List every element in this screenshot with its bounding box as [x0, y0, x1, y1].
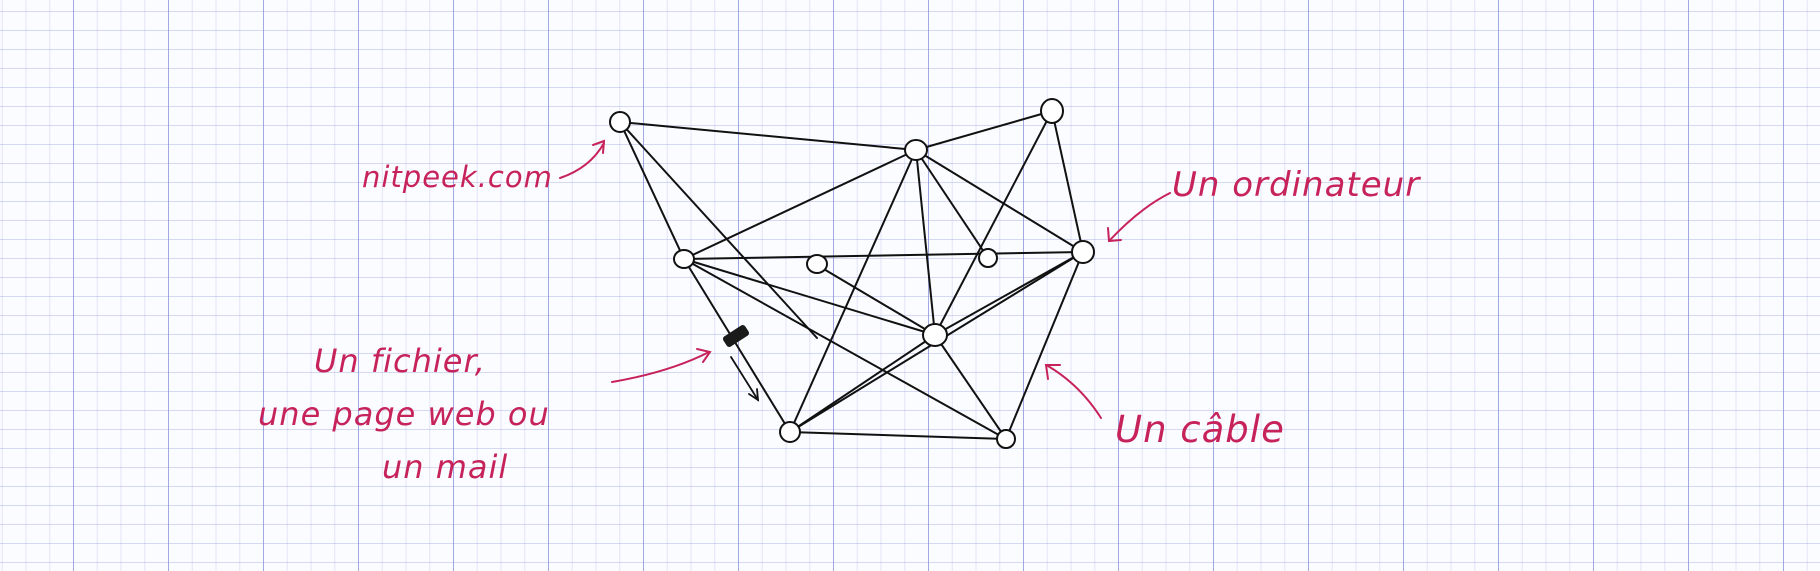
computer-node — [978, 248, 998, 268]
computers — [609, 98, 1095, 449]
computer-label: Un ordinateur — [1172, 165, 1421, 205]
cable — [934, 110, 1053, 336]
cables — [619, 110, 1084, 440]
computer-node — [996, 429, 1016, 449]
cable — [934, 334, 1007, 440]
arrow-to-cable — [1047, 365, 1102, 419]
file-label-line2: une page web ou — [258, 395, 550, 433]
arrow-to-computer — [1109, 192, 1171, 241]
cable — [934, 251, 1084, 336]
computer-node — [904, 139, 928, 161]
site-label: nitpeek.com — [362, 160, 553, 194]
cable — [915, 149, 936, 336]
packet-direction-arrow — [730, 356, 760, 402]
cable — [789, 431, 1007, 440]
cable — [683, 258, 791, 433]
cable — [789, 149, 917, 433]
cable — [789, 334, 936, 433]
computer-node-labelled — [1071, 240, 1095, 264]
cable — [683, 149, 917, 260]
cable — [619, 121, 917, 151]
cable-label: Un câble — [1115, 408, 1285, 451]
cable — [683, 251, 1084, 260]
computer-node — [806, 254, 828, 274]
arrow-to-file — [611, 351, 710, 383]
arrow-to-site — [559, 142, 605, 179]
file-packet-icon — [722, 325, 750, 347]
cable — [1005, 251, 1084, 440]
cable — [915, 110, 1053, 151]
file-label-line3: un mail — [382, 448, 508, 486]
cable — [683, 258, 1007, 440]
cable — [915, 149, 1084, 253]
computer-node — [922, 323, 948, 347]
cable — [619, 121, 685, 260]
cable — [619, 121, 818, 339]
cable — [915, 149, 989, 259]
annotation-arrows — [559, 139, 1171, 419]
cable — [816, 264, 936, 336]
computer-node-site — [609, 111, 631, 133]
cable — [683, 258, 936, 336]
computer-node — [779, 421, 801, 443]
computer-node — [673, 249, 695, 269]
computer-node — [1040, 98, 1064, 124]
cable — [1051, 110, 1084, 253]
file-label-line1: Un fichier, — [314, 342, 486, 380]
